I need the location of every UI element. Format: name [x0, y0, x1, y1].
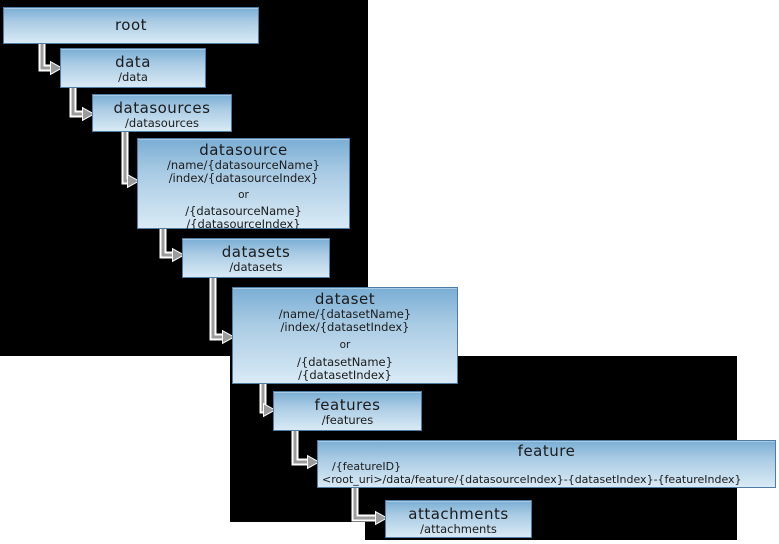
node-path: /{datasourceName}	[185, 204, 302, 218]
node-title: dataset	[314, 290, 376, 308]
node-path: /features	[321, 413, 374, 427]
node-attachments: attachments /attachments	[385, 500, 532, 538]
node-data: data /data	[60, 48, 206, 88]
node-path: /data	[118, 70, 148, 84]
node-title: root	[114, 16, 148, 34]
node-datasource: datasource /name/{datasourceName} /index…	[137, 138, 350, 231]
node-path: /{datasetIndex}	[298, 368, 392, 382]
node-title: data	[115, 53, 151, 71]
node-or-label: or	[339, 339, 351, 351]
node-dataset: dataset /name/{datasetName} /index/{data…	[232, 287, 458, 384]
node-path: /index/{datasetIndex}	[280, 320, 410, 334]
node-path: /index/{datasourceIndex}	[168, 171, 319, 185]
node-title: datasets	[221, 243, 291, 261]
node-features: features /features	[273, 391, 422, 431]
node-or-label: or	[238, 189, 249, 201]
node-path: /datasources	[125, 116, 199, 130]
node-path: /datasets	[229, 260, 283, 274]
node-path: /attachments	[420, 522, 497, 536]
node-title: datasources	[113, 99, 211, 117]
node-path: /{datasourceIndex}	[186, 217, 301, 231]
node-path: /{datasetName}	[297, 355, 393, 369]
node-datasets: datasets /datasets	[182, 238, 330, 278]
node-feature: feature /{featureID} <root_uri>/data/fea…	[317, 440, 776, 488]
node-title: datasource	[199, 141, 288, 159]
node-root: root	[3, 7, 259, 44]
node-path: <root_uri>/data/feature/{datasourceIndex…	[322, 473, 742, 486]
node-path: /{featureID}	[332, 460, 402, 473]
node-title: attachments	[408, 505, 509, 523]
node-title: feature	[517, 442, 576, 460]
node-title: features	[314, 396, 381, 414]
node-path: /name/{datasetName}	[278, 307, 412, 321]
node-datasources: datasources /datasources	[92, 94, 232, 132]
node-path: /name/{datasourceName}	[166, 158, 320, 172]
